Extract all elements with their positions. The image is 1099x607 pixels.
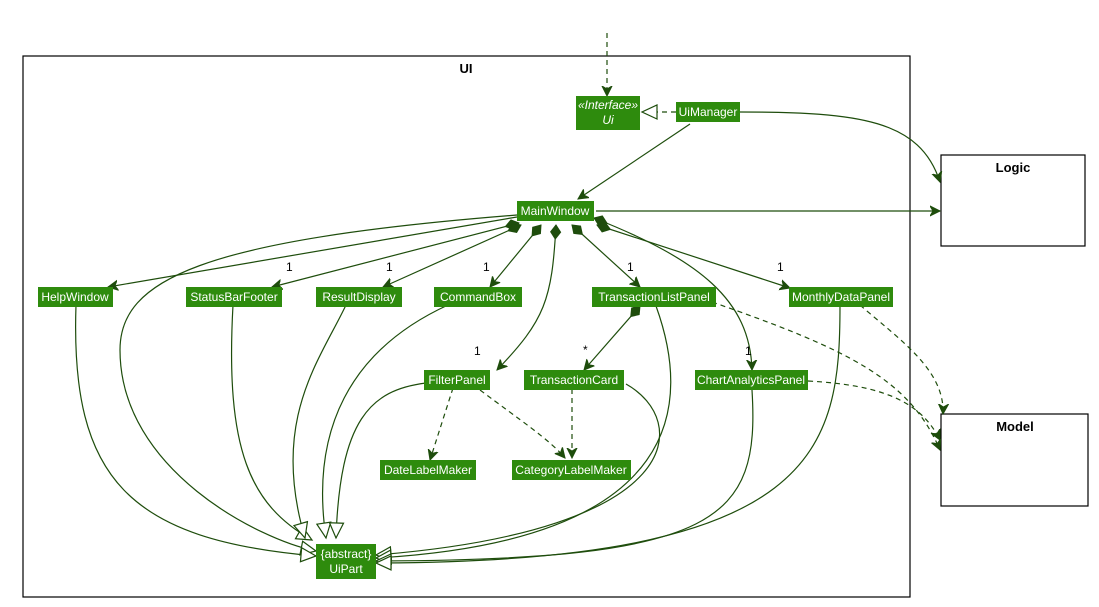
class-helpwindow: HelpWindow [38, 287, 113, 307]
monthlydatapanel-name: MonthlyDataPanel [792, 290, 890, 304]
class-chartanalyticspanel: ChartAnalyticsPanel [695, 370, 808, 390]
mainwindow-name: MainWindow [521, 204, 590, 218]
edge-chartanalyticspanel-model [807, 380, 941, 440]
resultdisplay-name: ResultDisplay [322, 290, 395, 304]
class-statusbarfooter: StatusBarFooter [186, 287, 282, 307]
statusbarfooter-name: StatusBarFooter [190, 290, 277, 304]
ui-package: UI [22, 55, 911, 598]
edge-filterpanel-categorylabelmaker [479, 389, 565, 458]
edge-mainwindow-resultdisplay [383, 225, 521, 287]
edge-transactionlistpanel-inherits-uipart [374, 305, 672, 566]
multiplicities: 1 1 1 1 1 1 * 1 [286, 260, 784, 358]
uimanager-name: UiManager [679, 105, 738, 119]
edge-monthlydatapanel-model [859, 304, 943, 414]
multiplicity-transactionlistpanel: 1 [627, 260, 634, 274]
class-categorylabelmaker: CategoryLabelMaker [512, 460, 631, 480]
edge-statusbarfooter-inherits-uipart [230, 304, 314, 541]
uipart-stereotype: {abstract} [321, 547, 372, 561]
edge-mainwindow-commandbox [490, 225, 541, 287]
edge-uimanager-to-mainwindow [578, 123, 691, 199]
commandbox-name: CommandBox [440, 290, 516, 304]
edge-transactioncard-inherits-uipart [374, 383, 661, 562]
class-datelabelmaker: DateLabelMaker [380, 460, 476, 480]
edges [74, 33, 943, 571]
model-package-title: Model [996, 419, 1034, 434]
filterpanel-name: FilterPanel [428, 373, 485, 387]
class-resultdisplay: ResultDisplay [316, 287, 402, 307]
transactionlistpanel-name: TransactionListPanel [598, 290, 710, 304]
edge-mainwindow-transactionlistpanel [572, 225, 640, 287]
edge-monthlydatapanel-inherits-uipart [374, 304, 841, 571]
model-package: Model [940, 413, 1089, 507]
class-monthlydatapanel: MonthlyDataPanel [789, 287, 893, 307]
chartanalyticspanel-name: ChartAnalyticsPanel [697, 373, 805, 387]
class-transactioncard: TransactionCard [524, 370, 624, 390]
edge-transactionlistpanel-transactioncard [584, 306, 640, 370]
helpwindow-name: HelpWindow [41, 290, 109, 304]
edge-resultdisplay-inherits-uipart [292, 304, 347, 540]
ui-interface-stereotype: «Interface» [578, 98, 638, 112]
edge-chartanalyticspanel-inherits-uipart [374, 389, 754, 569]
class-transactionlistpanel: TransactionListPanel [592, 287, 716, 307]
class-mainwindow: MainWindow [517, 201, 594, 221]
logic-package-title: Logic [996, 160, 1031, 175]
edge-mainwindow-monthlydatapanel [597, 225, 790, 288]
multiplicity-transactioncard: * [583, 343, 588, 357]
edge-filterpanel-inherits-uipart [328, 382, 427, 540]
class-filterpanel: FilterPanel [424, 370, 490, 390]
multiplicity-statusbarfooter: 1 [286, 260, 293, 274]
datelabelmaker-name: DateLabelMaker [384, 463, 472, 477]
class-uimanager: UiManager [676, 102, 740, 122]
ui-package-title: UI [460, 61, 473, 76]
edge-filterpanel-datelabelmaker [430, 387, 454, 460]
uipart-name: UiPart [329, 562, 363, 576]
edge-mainwindow-filterpanel [497, 225, 556, 370]
edge-uimanager-to-logic [739, 111, 940, 182]
multiplicity-chartanalyticspanel: 1 [745, 344, 752, 358]
multiplicity-commandbox: 1 [483, 260, 490, 274]
multiplicity-resultdisplay: 1 [386, 260, 393, 274]
edge-commandbox-inherits-uipart [315, 304, 449, 540]
class-ui-interface: «Interface» Ui [576, 96, 640, 130]
ui-interface-name: Ui [602, 113, 614, 127]
class-uipart: {abstract} UiPart [316, 544, 376, 579]
edge-helpwindow-inherits-uipart [74, 304, 318, 563]
class-commandbox: CommandBox [434, 287, 522, 307]
transactioncard-name: TransactionCard [530, 373, 618, 387]
edge-mainwindow-statusbarfooter [272, 223, 519, 287]
multiplicity-monthlydatapanel: 1 [777, 260, 784, 274]
logic-package: Logic [940, 154, 1086, 247]
edge-mainwindow-inherits-uipart [119, 214, 518, 556]
multiplicity-filterpanel: 1 [474, 344, 481, 358]
categorylabelmaker-name: CategoryLabelMaker [515, 463, 626, 477]
